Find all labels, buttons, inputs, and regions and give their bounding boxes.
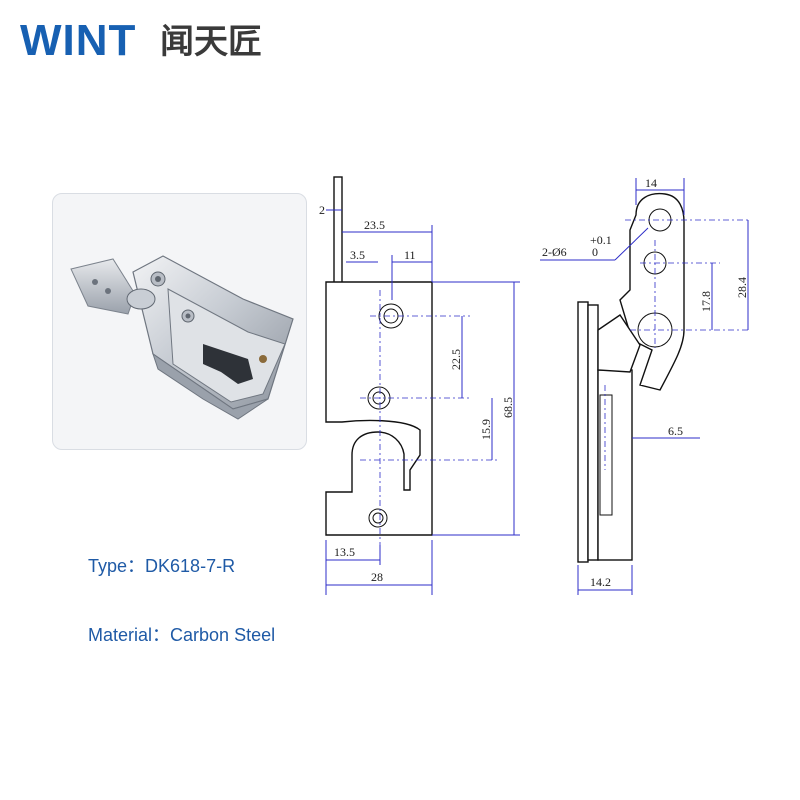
side-view-dimensions (540, 178, 749, 595)
dim-base-width: 14.2 (590, 575, 611, 589)
dim-tab-height: 28.4 (735, 277, 749, 298)
dim-thickness-offset: 6.5 (668, 424, 683, 438)
side-view: 14 2-Ø6 +0.1 0 17.8 28.4 6.5 14.2 (540, 176, 750, 595)
side-view-plate-middle (587, 304, 599, 561)
side-view-neck (597, 314, 641, 373)
dim-bottom-offset: 13.5 (334, 545, 355, 559)
product-photo-card (52, 193, 307, 450)
brand-logo: WINT 闻天匠 (20, 16, 262, 64)
product-material-value: Carbon Steel (170, 625, 276, 645)
dim-hole-tol-lower: 0 (592, 245, 598, 259)
product-type: Type：DK618-7-R (88, 552, 235, 578)
dim-flange-to-body: 23.5 (364, 218, 385, 232)
dim-hole-spacing-lower: 15.9 (479, 419, 493, 440)
dim-hole-tol-upper: +0.1 (590, 233, 612, 247)
dim-offset-upper: 11 (404, 248, 416, 262)
side-view-housing (597, 369, 633, 561)
product-photo (70, 255, 294, 420)
dim-hole-spacing-upper: 22.5 (449, 349, 463, 370)
side-view-plate-back (577, 301, 589, 563)
front-view-hole-lower-inner (372, 512, 384, 524)
brand-logo-chinese: 闻天匠 (160, 22, 262, 62)
dim-hole-callout: 2-Ø6 (542, 245, 567, 259)
front-view-dimensions (325, 209, 520, 595)
product-material-label: Material： (88, 625, 171, 645)
dim-top-width: 14 (645, 176, 657, 190)
dim-hole-spacing: 17.8 (699, 291, 713, 312)
dim-flange-thickness: 2 (319, 203, 325, 217)
product-type-label: Type： (88, 556, 146, 576)
dim-overall-width: 28 (371, 570, 383, 584)
product-type-value: DK618-7-R (145, 556, 236, 576)
front-view-hole-lower (368, 508, 388, 528)
product-material: Material：Carbon Steel (88, 621, 275, 647)
technical-drawing: 2 23.5 3.5 11 22.5 15.9 68.5 13.5 28 (319, 176, 750, 595)
dim-overall-height: 68.5 (501, 397, 515, 418)
dim-offset-small: 3.5 (350, 248, 365, 262)
front-view: 2 23.5 3.5 11 22.5 15.9 68.5 13.5 28 (319, 176, 520, 595)
side-view-rotor (599, 394, 613, 516)
brand-logo-latin: WINT (20, 16, 136, 64)
